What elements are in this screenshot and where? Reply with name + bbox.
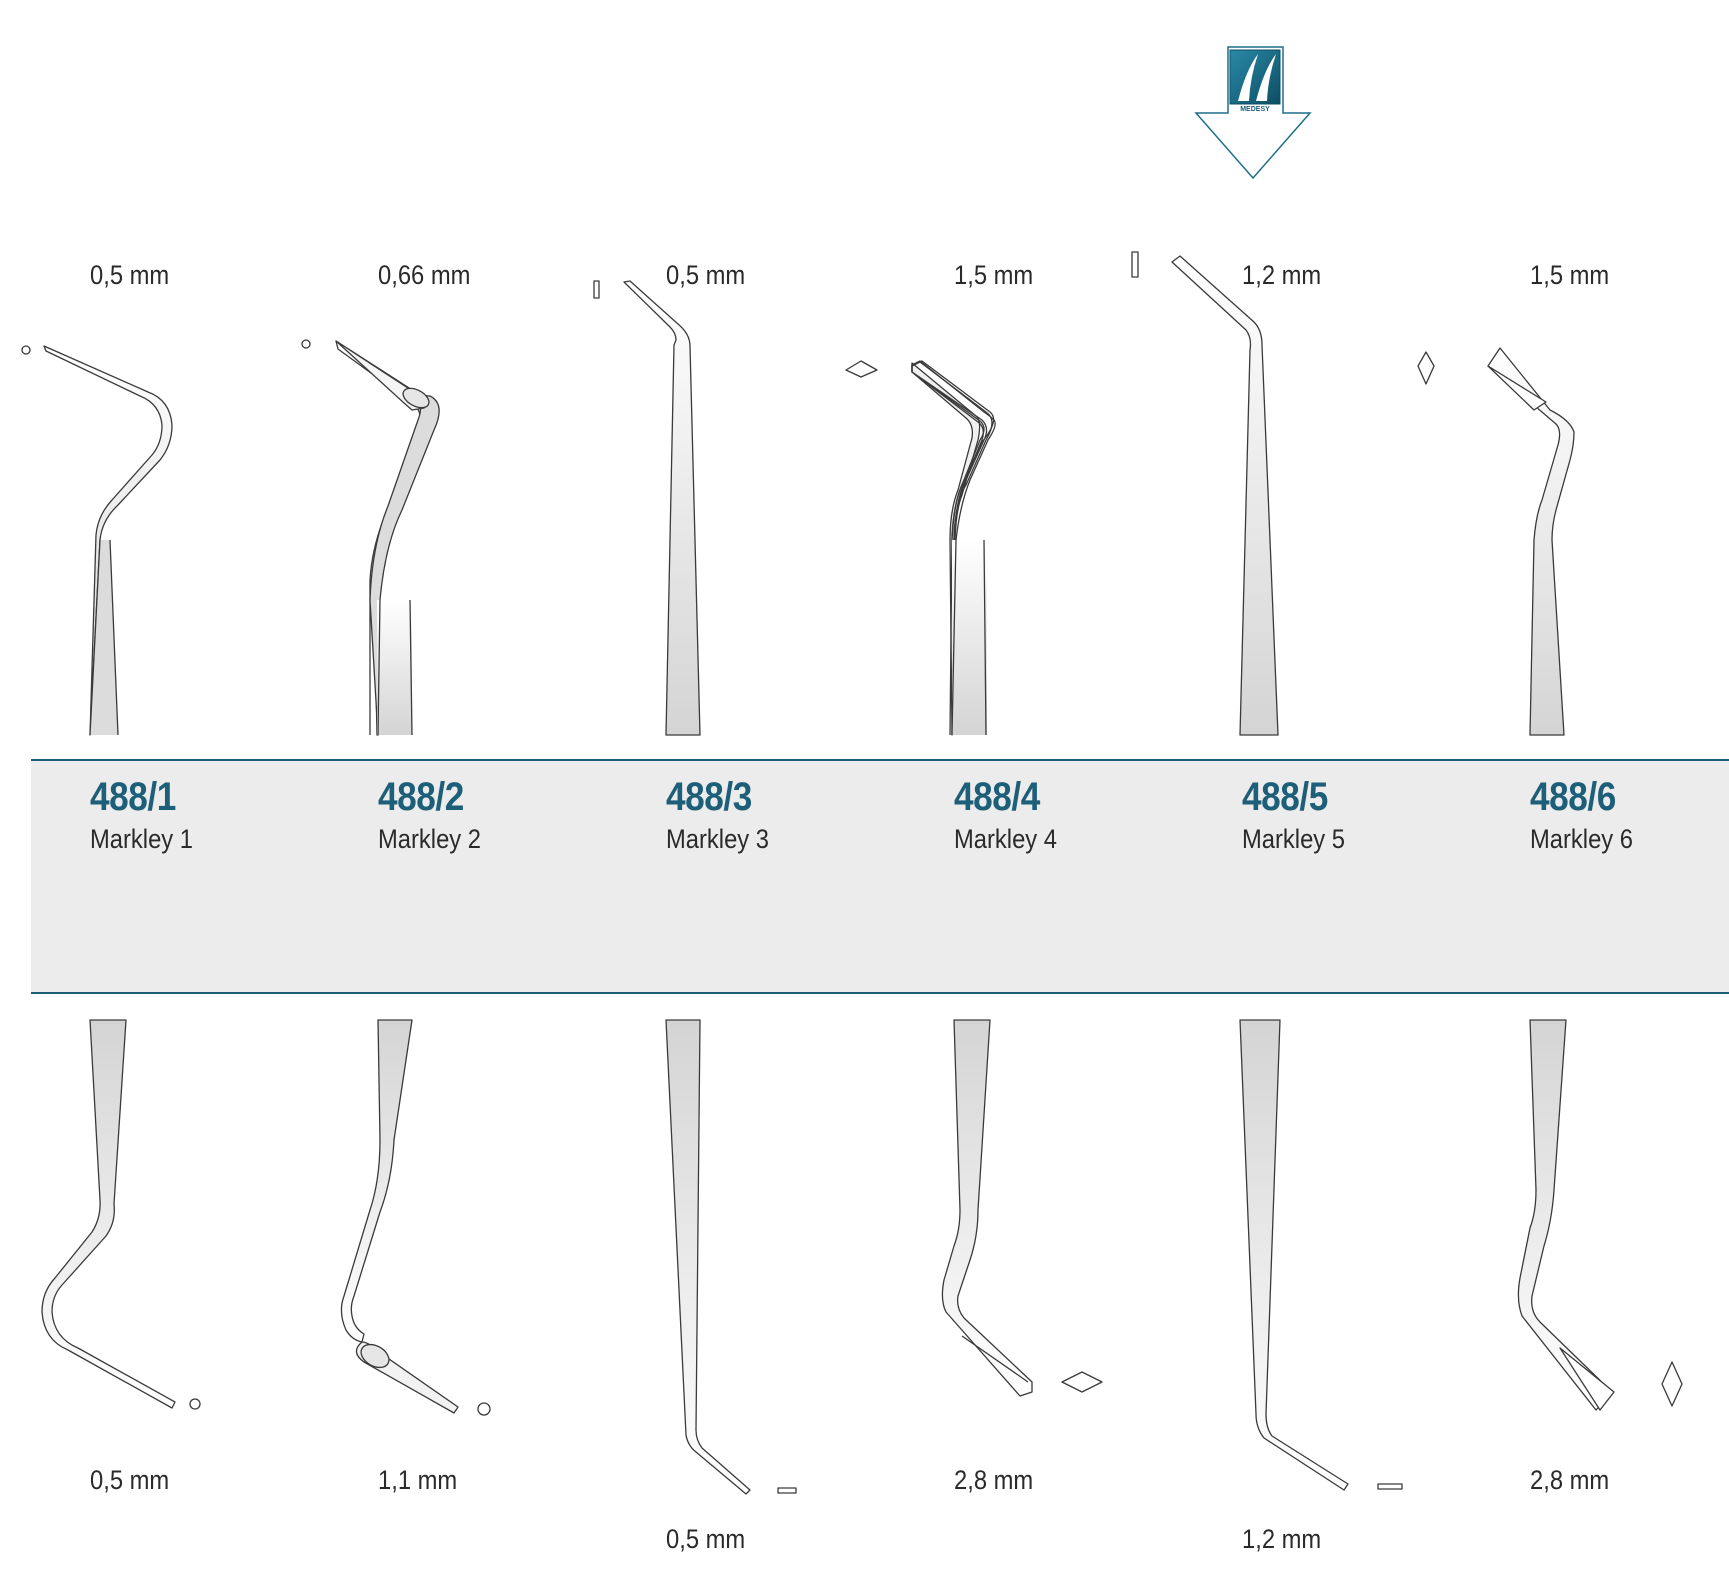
bottom-tip-size-6: 2,8 mm [1530, 1465, 1610, 1495]
instrument-6-top [1487, 347, 1575, 736]
tip-section-2-top [301, 339, 311, 349]
tip-section-5-top [1131, 251, 1139, 278]
bottom-tip-size-5: 1,2 mm [1242, 1524, 1322, 1554]
tip-section-1-bottom [189, 1398, 201, 1410]
bottom-tip-size-1: 0,5 mm [90, 1465, 170, 1495]
top-tip-size-4: 1,5 mm [954, 260, 1034, 290]
tip-section-3-bottom [777, 1487, 797, 1494]
top-tip-size-6: 1,5 mm [1530, 260, 1610, 290]
logo-text: MEDESY [1240, 106, 1270, 113]
tip-section-4-top [845, 360, 878, 378]
instrument-1-top [43, 345, 173, 736]
product-name-1: Markley 1 [90, 824, 193, 854]
tip-section-1-top [21, 345, 31, 355]
tip-section-6-bottom [1661, 1361, 1683, 1407]
medesy-logo-arrow: MEDESY [1194, 46, 1312, 180]
instrument-1-bottom [41, 1019, 176, 1409]
top-tip-size-5: 1,2 mm [1242, 260, 1322, 290]
tip-section-6-top [1417, 351, 1435, 385]
product-code-1: 488/1 [90, 775, 176, 819]
product-code-2: 488/2 [378, 775, 464, 819]
logo-square [1229, 49, 1281, 105]
top-tip-size-2: 0,66 mm [378, 260, 471, 290]
instrument-2-top [335, 340, 440, 736]
down-arrow-outline [1194, 46, 1312, 180]
product-code-6: 488/6 [1530, 775, 1616, 819]
product-label-band [31, 759, 1729, 994]
top-tip-size-3: 0,5 mm [666, 260, 746, 290]
bottom-tip-size-3: 0,5 mm [666, 1524, 746, 1554]
product-code-3: 488/3 [666, 775, 752, 819]
instrument-6-bottom [1517, 1019, 1615, 1411]
bottom-tip-size-2: 1,1 mm [378, 1465, 458, 1495]
top-tip-size-1: 0,5 mm [90, 260, 170, 290]
product-name-4: Markley 4 [954, 824, 1057, 854]
tip-section-2-bottom [477, 1402, 491, 1416]
product-name-6: Markley 6 [1530, 824, 1633, 854]
product-name-3: Markley 3 [666, 824, 769, 854]
tip-section-3-top [593, 280, 600, 299]
instrument-3-bottom [665, 1019, 751, 1495]
bottom-tip-size-4: 2,8 mm [954, 1465, 1034, 1495]
tip-section-4-bottom [1061, 1371, 1103, 1393]
instrument-4-bottom [941, 1019, 1033, 1397]
logo-sail-left [1238, 54, 1258, 101]
instrument-4-top [911, 360, 996, 736]
logo-sail-right [1256, 54, 1276, 101]
instrument-3-top [623, 280, 701, 736]
product-code-5: 488/5 [1242, 775, 1328, 819]
product-name-5: Markley 5 [1242, 824, 1345, 854]
instrument-2-bottom [340, 1019, 459, 1414]
instrument-5-bottom [1239, 1019, 1349, 1491]
tip-section-5-bottom [1377, 1483, 1403, 1490]
product-code-4: 488/4 [954, 775, 1040, 819]
product-name-2: Markley 2 [378, 824, 481, 854]
instrument-5-top [1171, 255, 1279, 736]
